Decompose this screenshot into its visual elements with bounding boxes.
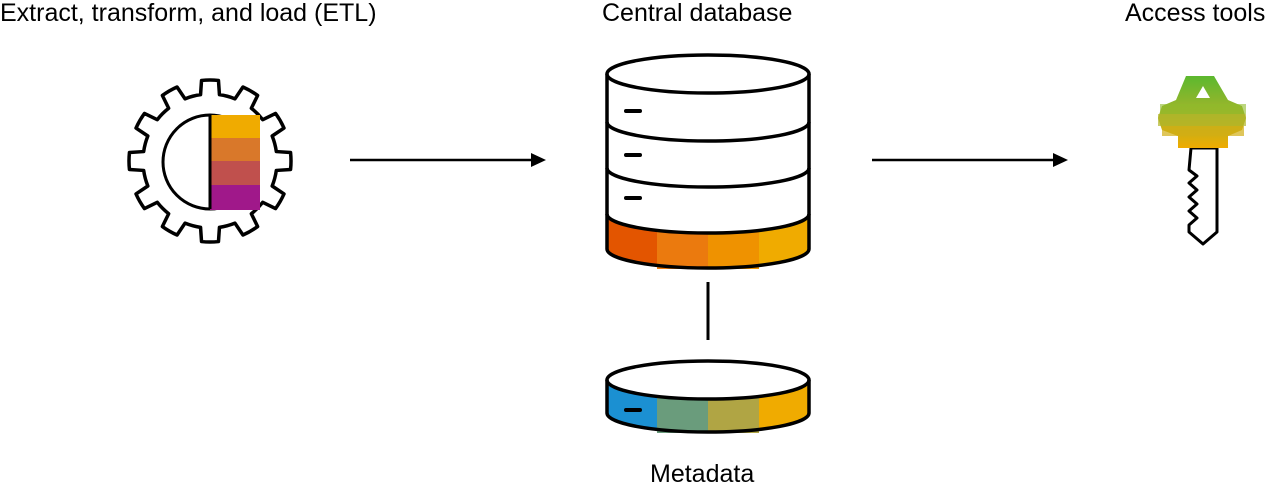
arrow-etl-to-database — [350, 153, 546, 167]
gear-icon — [127, 78, 293, 244]
key-icon — [1158, 76, 1246, 246]
access-tools-label: Access tools — [1125, 0, 1266, 27]
arrow-database-to-access — [872, 153, 1068, 167]
metadata-label: Metadata — [650, 460, 755, 488]
metadata-disk-icon — [605, 359, 811, 434]
etl-label: Extract, transform, and load (ETL) — [0, 0, 377, 27]
gear-color-bands — [210, 115, 260, 210]
database-icon — [605, 53, 811, 270]
central-database-label: Central database — [602, 0, 793, 27]
